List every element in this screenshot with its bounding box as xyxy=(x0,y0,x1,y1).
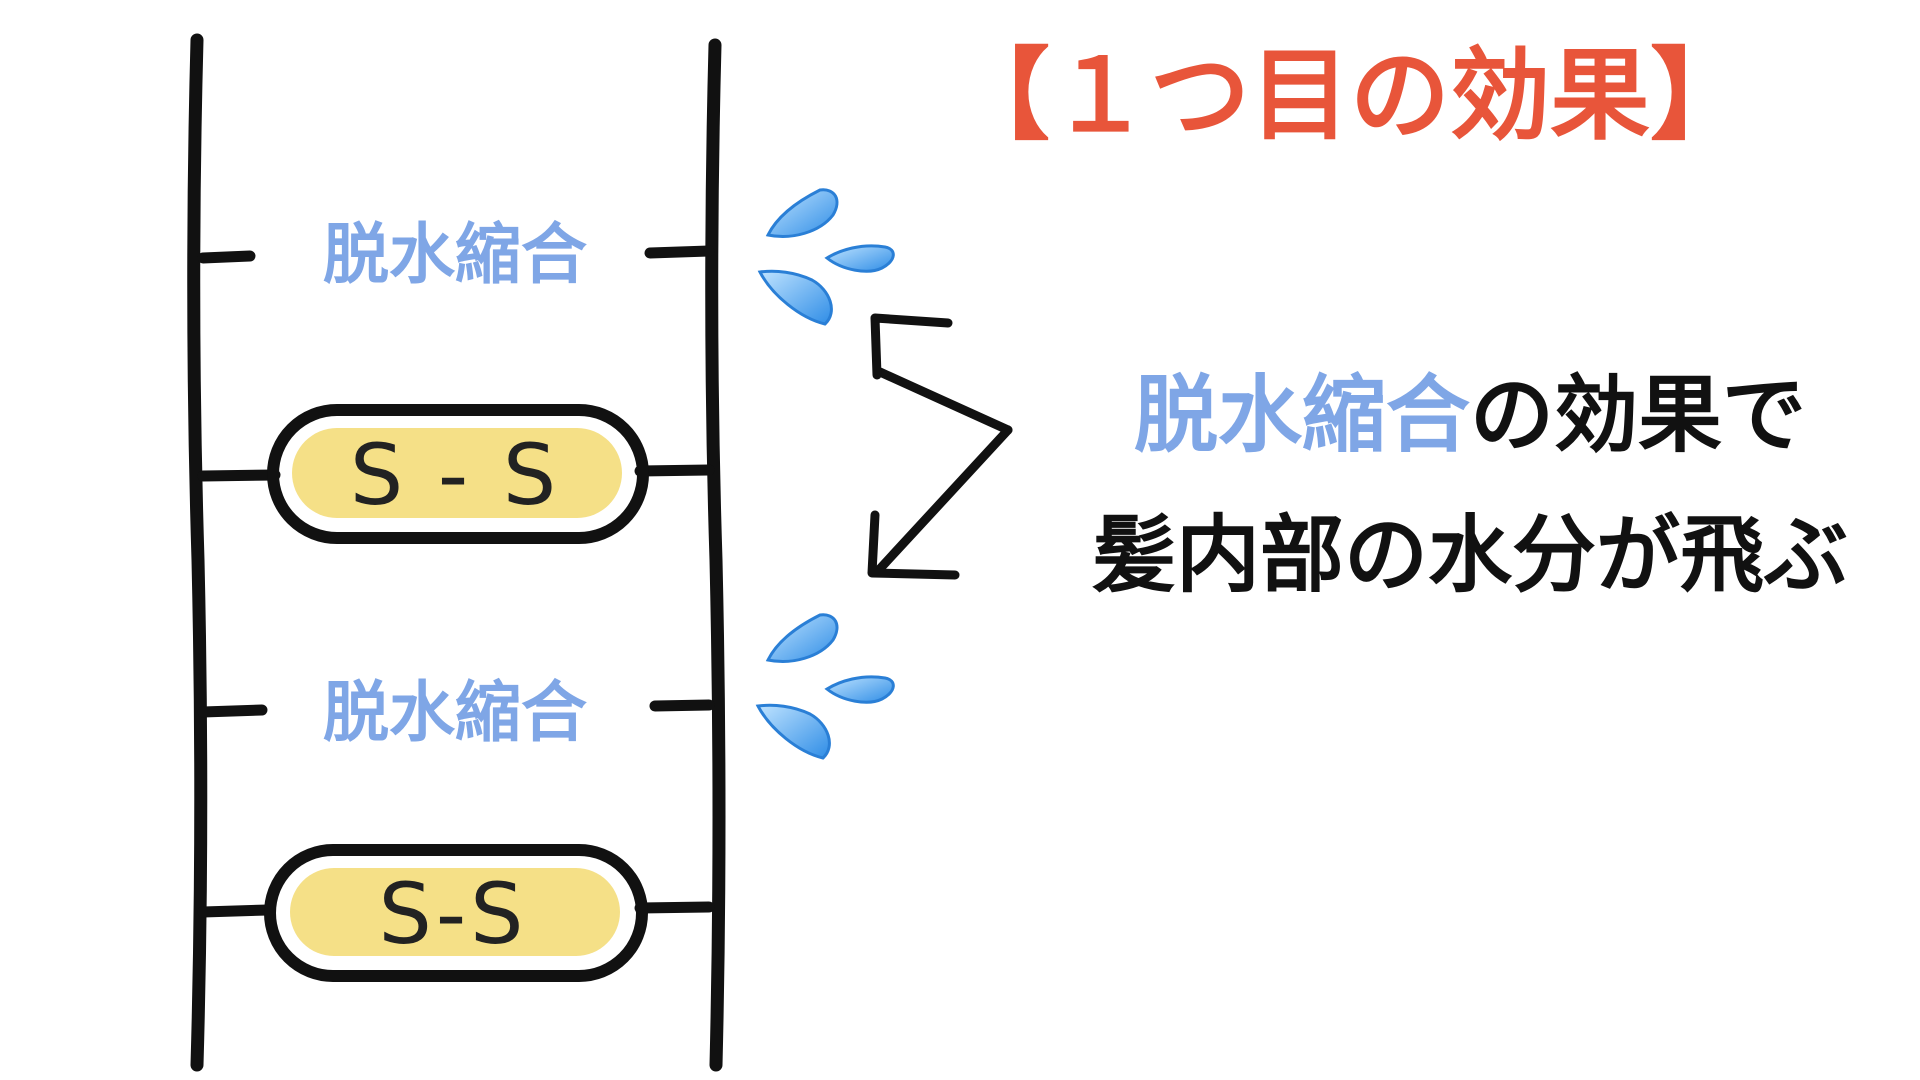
caption-line-1-rest: の効果で xyxy=(1470,365,1807,464)
ss-bond-label-lower: S-S xyxy=(378,865,528,963)
caption-line-2: 髪内部の水分が飛ぶ xyxy=(1091,505,1848,604)
droplets-icon xyxy=(755,613,895,760)
ss-stub-right-1 xyxy=(634,464,715,477)
droplets-icon xyxy=(757,188,895,326)
bracket-arrow-icon xyxy=(867,313,1013,580)
bond-stub-left-2 xyxy=(197,704,268,718)
diagram-heading: 【１つ目の効果】 xyxy=(950,36,1750,154)
bond-stub-right-2 xyxy=(649,699,715,712)
dehydration-bond-label-upper: 脱水縮合 xyxy=(323,216,587,293)
ss-stub-left-1 xyxy=(197,469,281,482)
bond-stub-right-1 xyxy=(644,245,715,259)
bond-stub-left-1 xyxy=(197,250,256,264)
caption-highlight: 脱水縮合 xyxy=(1133,365,1470,464)
ss-capsule-1 xyxy=(267,404,649,544)
caption-line-1: 脱水縮合の効果で xyxy=(1030,350,1910,480)
ss-bond-label-upper: S - S xyxy=(349,426,561,524)
ss-capsule-fill-2 xyxy=(290,868,620,956)
dehydration-bond-label-lower: 脱水縮合 xyxy=(323,674,587,751)
ss-stub-left-2 xyxy=(197,904,274,918)
ss-capsule-fill-1 xyxy=(292,428,622,518)
ss-capsule-2 xyxy=(264,844,648,982)
backbone-left xyxy=(187,33,208,1072)
backbone-right xyxy=(705,38,726,1072)
ss-stub-right-2 xyxy=(634,901,715,914)
